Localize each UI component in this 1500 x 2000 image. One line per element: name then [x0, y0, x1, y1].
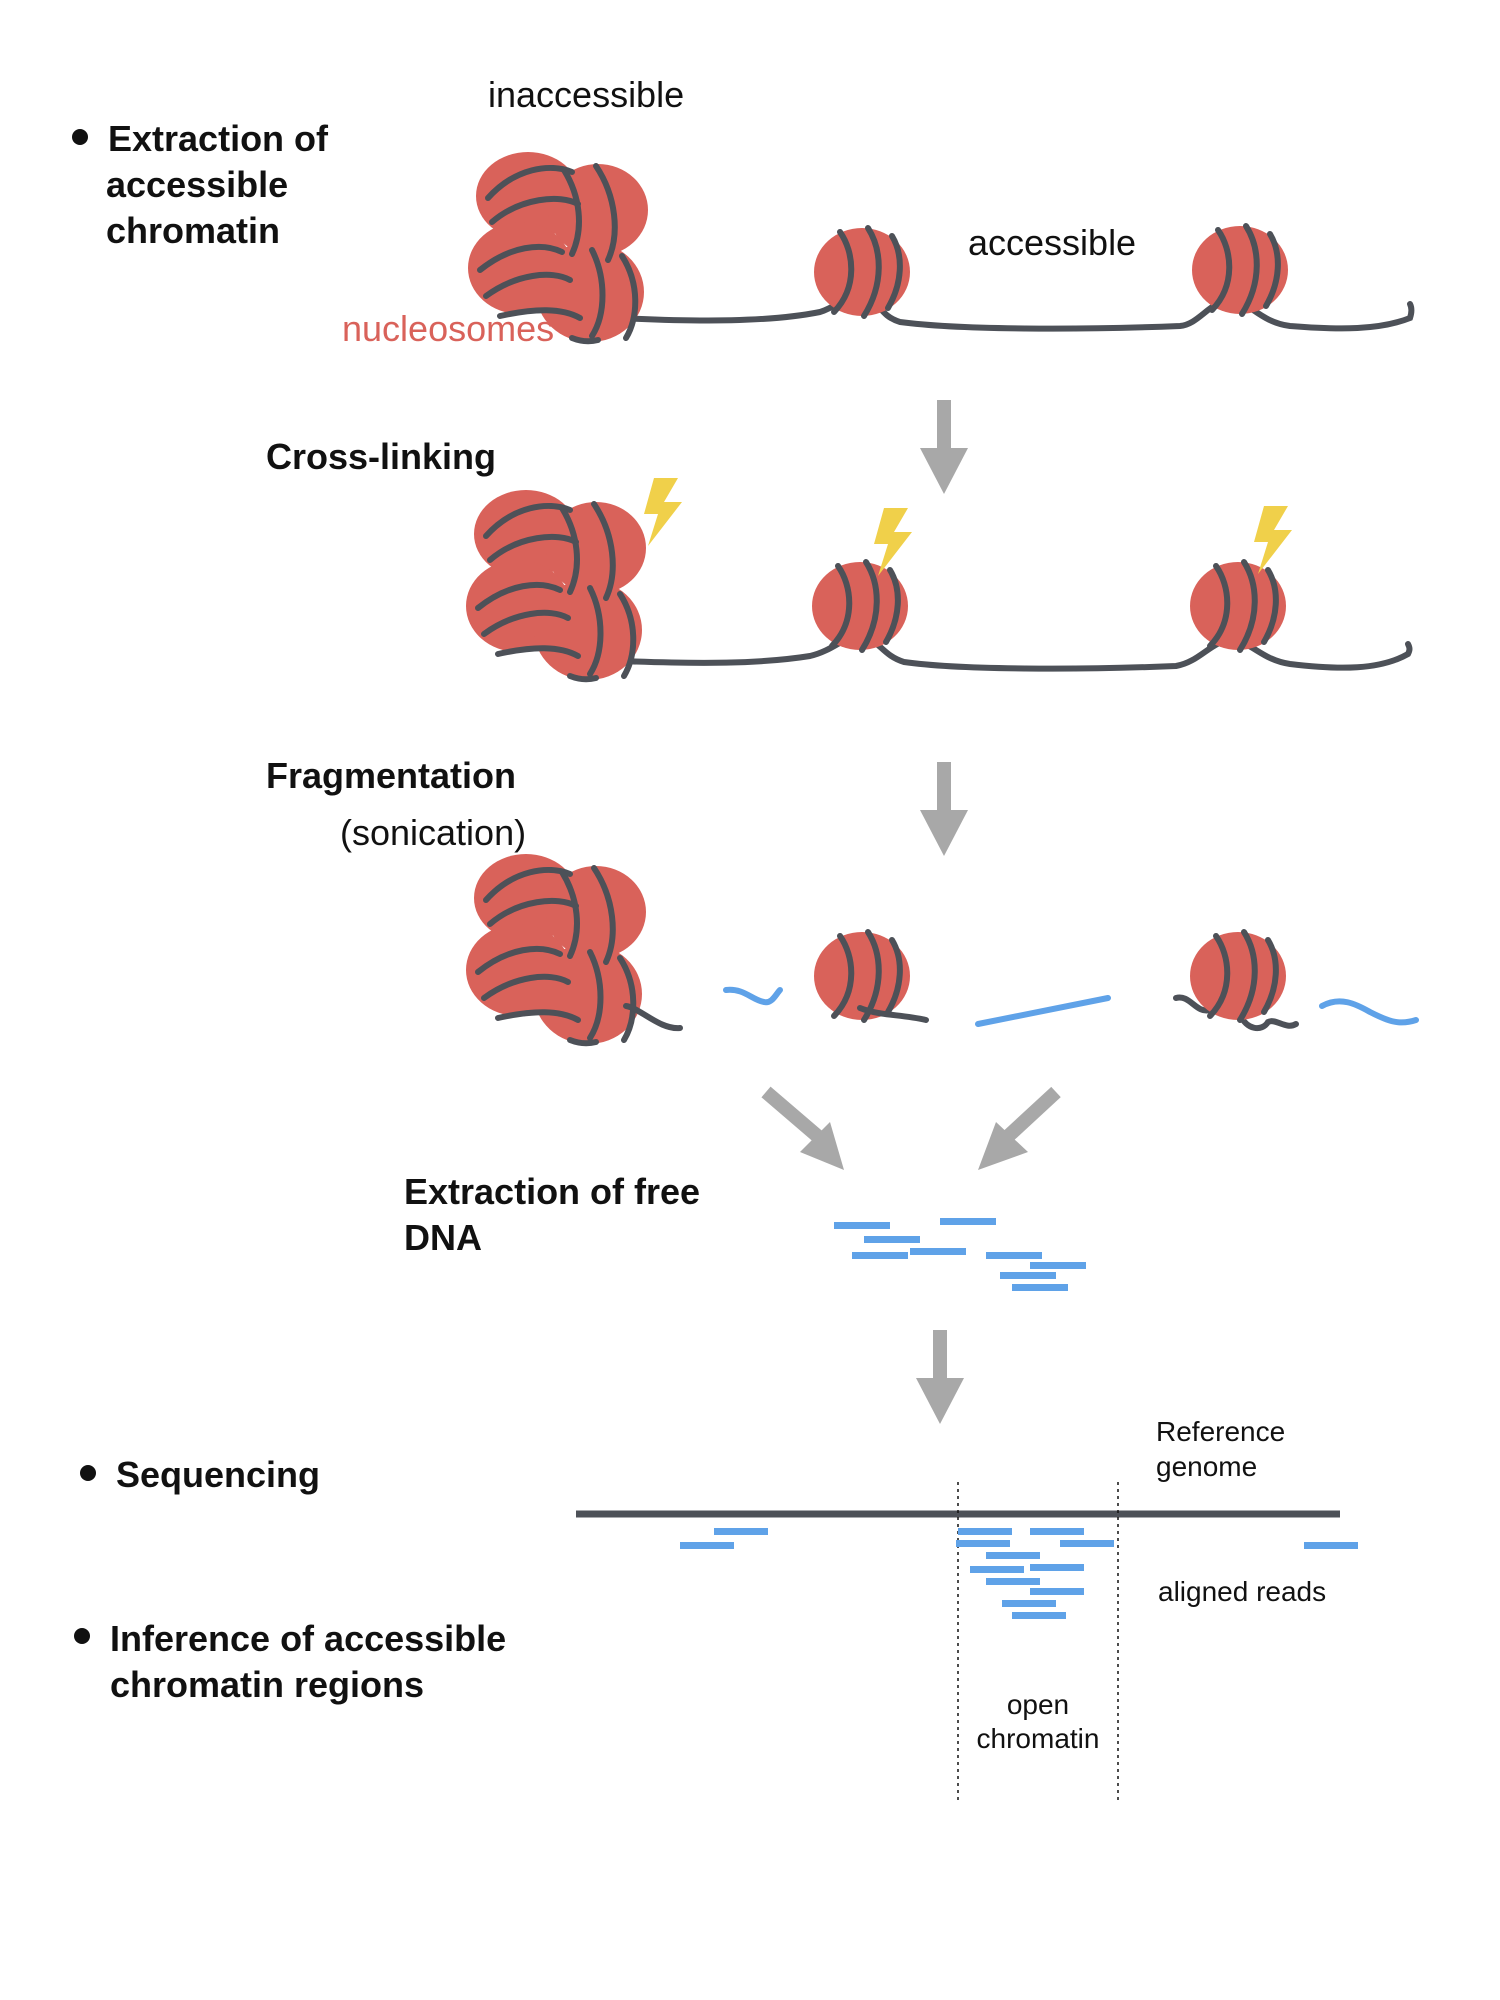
crosslink-bolt-3 [1254, 506, 1292, 574]
arrow-down-2 [920, 762, 968, 856]
nucleosome-2b [1190, 562, 1286, 650]
arrow-down-3 [916, 1330, 964, 1424]
label-aligned-reads: aligned reads [1158, 1576, 1326, 1607]
aligned-reads [680, 1528, 1358, 1619]
chromatin-row-3 [466, 854, 1419, 1044]
nucleosome-3b [1190, 932, 1286, 1020]
nucleosome-1a [814, 228, 910, 316]
nucleosome-cluster-3 [466, 854, 646, 1044]
step-inference-line-1: Inference of accessible [110, 1618, 506, 1659]
crosslink-bolt-2 [874, 508, 912, 576]
step-inference-line-2: chromatin regions [110, 1664, 424, 1705]
step-extraction-line-3: chromatin [106, 210, 280, 251]
label-open-chromatin-line-2: chromatin [977, 1723, 1100, 1754]
label-reference-line-2: genome [1156, 1451, 1257, 1482]
step-extraction-line-1: Extraction of [108, 118, 329, 159]
label-reference-line-1: Reference [1156, 1416, 1285, 1447]
arrow-converge-right [978, 1086, 1061, 1170]
step-free-dna-line-1: Extraction of free [404, 1171, 700, 1212]
step-cross-linking: Cross-linking [266, 436, 496, 477]
step-extraction-line-2: accessible [106, 164, 288, 205]
step-fragmentation: Fragmentation [266, 755, 516, 796]
step-free-dna-line-2: DNA [404, 1217, 482, 1258]
label-open-chromatin-line-1: open [1007, 1689, 1069, 1720]
label-accessible: accessible [968, 222, 1136, 263]
chromatin-row-1 [468, 152, 1415, 342]
bullet-sequencing [80, 1465, 96, 1481]
bullet-extraction [72, 129, 88, 145]
nucleosome-2a [812, 562, 908, 650]
free-dna-fragments [834, 1218, 1086, 1291]
step-sequencing: Sequencing [116, 1454, 320, 1495]
chromatin-row-2 [466, 478, 1413, 680]
nucleosome-1b [1192, 226, 1288, 314]
crosslink-bolt-1 [644, 478, 682, 546]
bullet-inference [74, 1628, 90, 1644]
label-sonication: (sonication) [340, 812, 526, 853]
arrow-down-1 [920, 400, 968, 494]
arrow-converge-left [761, 1086, 844, 1170]
nucleosome-cluster-2 [466, 490, 646, 680]
label-inaccessible: inaccessible [488, 74, 684, 115]
